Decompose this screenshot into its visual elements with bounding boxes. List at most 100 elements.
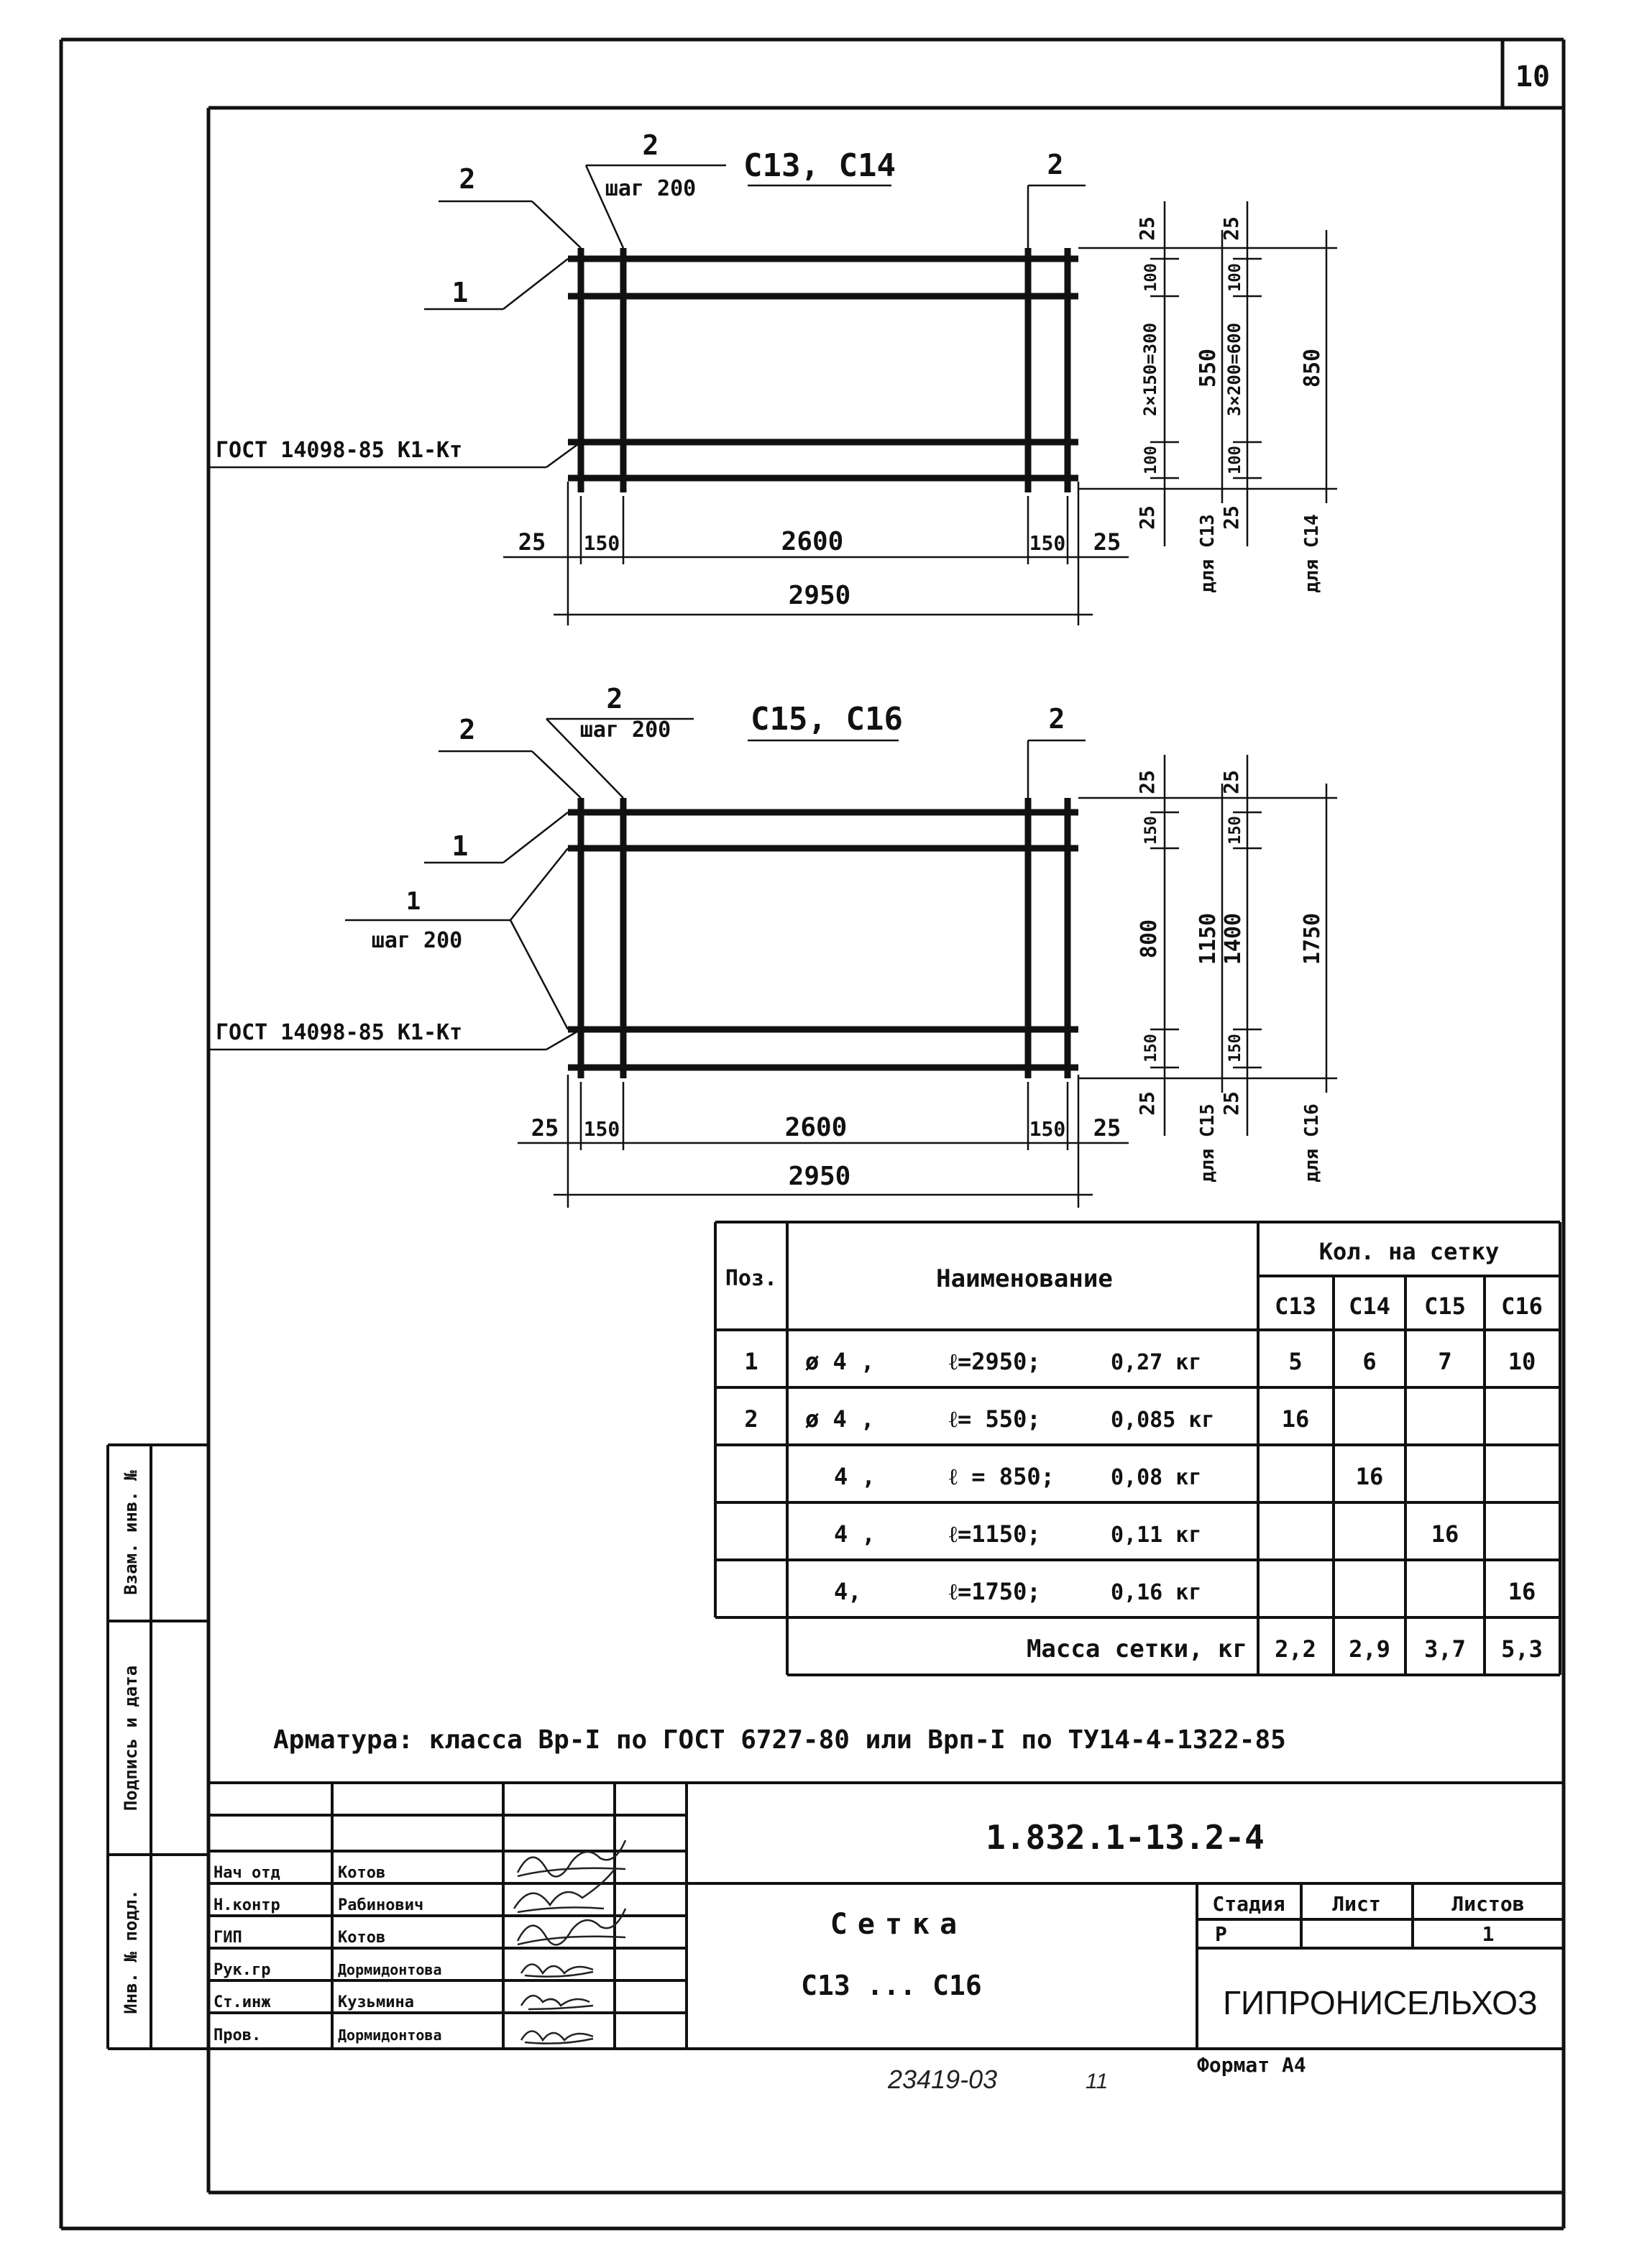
table-col-c13: С13	[1275, 1293, 1316, 1320]
table-row: 4, ℓ=1750; 0,16 кг 16	[834, 1578, 1536, 1605]
v-c15-25-top: 25	[1135, 770, 1159, 794]
row-len: ℓ=2950;	[949, 1348, 1041, 1375]
table-row: 4 , ℓ = 850; 0,08 кг 16	[834, 1463, 1383, 1490]
v-c14-for: для С14	[1301, 514, 1323, 593]
staff-role: Нач отд	[214, 1864, 280, 1882]
table-col-c15: С15	[1424, 1293, 1466, 1320]
format-label: Формат А4	[1197, 2053, 1306, 2077]
v-c15-150-bottom: 150	[1142, 1034, 1160, 1062]
row-dia: 4,	[834, 1578, 862, 1605]
v-c14-100-top: 100	[1226, 263, 1244, 292]
v-c13-25-top: 25	[1135, 216, 1159, 241]
row-len: ℓ=1750;	[949, 1578, 1041, 1605]
dim-25-left-bottom: 25	[531, 1114, 559, 1142]
drawing-name-range: С13 ... С16	[801, 1970, 982, 2001]
callout-2-right-bottom: 2	[1049, 703, 1065, 735]
page-number: 11	[1086, 2070, 1108, 2093]
v-c15-150-top: 150	[1142, 816, 1160, 845]
table-total-label: Масса сетки, кг	[1027, 1635, 1247, 1663]
dim-150-left-bottom: 150	[584, 1117, 620, 1141]
staff-role: Пров.	[214, 2026, 261, 2044]
row-q-c14: 16	[1356, 1463, 1384, 1490]
v-c16-mid: 1400	[1221, 913, 1246, 965]
dim-150-right-top: 150	[1029, 531, 1066, 555]
callout-step-text-top: шаг 200	[605, 176, 696, 201]
row-len: ℓ = 850;	[949, 1463, 1055, 1490]
v-c16-150-bottom: 150	[1226, 1034, 1244, 1062]
stamp-sign-date: Подпись и дата	[121, 1666, 141, 1811]
row-pos: 1	[744, 1348, 758, 1375]
staff-role: Ст.инж	[214, 1993, 271, 2011]
staff-name: Дормидонтова	[338, 2026, 442, 2044]
mesh-c13-c14	[568, 248, 1078, 492]
callout-1-top: 1	[452, 277, 469, 308]
v-c14-mid: 3×200=600	[1224, 323, 1244, 416]
staff-row: ГИП Котов	[214, 1929, 385, 1947]
row-len: ℓ=1150;	[949, 1520, 1041, 1548]
callouts-top	[208, 164, 1086, 469]
drawing-name: Сетка	[830, 1908, 967, 1941]
callout-2-step-top: 2	[643, 129, 659, 161]
sheets-header: Листов	[1451, 1892, 1524, 1916]
table-row: 1 ø 4 , ℓ=2950; 0,27 кг 5 6 7 10	[744, 1348, 1536, 1375]
row-q-c16: 10	[1508, 1348, 1536, 1375]
side-stamp-grid	[106, 1443, 208, 2050]
row-pos: 2	[744, 1405, 758, 1433]
staff-role: Рук.гр	[214, 1961, 270, 1979]
v-c14-100-bottom: 100	[1226, 446, 1244, 474]
v-c13-mid: 2×150=300	[1140, 323, 1160, 416]
dim-2600-bottom: 2600	[785, 1113, 848, 1142]
staff-name: Котов	[338, 1929, 385, 1947]
doc-code: 1.832.1-13.2-4	[986, 1818, 1265, 1857]
callout-step-text-bottom: шаг 200	[580, 717, 671, 743]
row-q-c14: 6	[1362, 1348, 1376, 1375]
row-mass: 0,16 кг	[1111, 1580, 1201, 1605]
stamp-inv-duplicate: Взам. инв. №	[121, 1470, 141, 1595]
table-header-name: Наименование	[936, 1264, 1113, 1293]
v-c13-25-bottom: 25	[1135, 505, 1159, 530]
v-c16-total: 1750	[1300, 913, 1325, 965]
gost-label-bottom: ГОСТ 14098-85 К1-Кт	[216, 1020, 462, 1045]
signature-marks	[513, 1840, 627, 2044]
staff-name: Котов	[338, 1864, 385, 1882]
callout-1-step-bottom: 1	[406, 887, 421, 916]
spec-table-grid	[714, 1221, 1561, 1676]
staff-row: Нач отд Котов	[214, 1864, 385, 1882]
sheet-frame	[59, 37, 1566, 2231]
v-c14-total: 850	[1300, 349, 1325, 387]
table-total-c16: 5,3	[1501, 1635, 1543, 1663]
v-c14-25-top: 25	[1219, 216, 1243, 241]
staff-role: ГИП	[214, 1929, 242, 1947]
row-mass: 0,11 кг	[1111, 1523, 1201, 1548]
v-c15-mid: 800	[1137, 919, 1162, 958]
title-block-grid	[208, 1781, 1564, 2050]
row-dia: ø 4 ,	[805, 1348, 874, 1375]
v-c13-100-top: 100	[1142, 263, 1160, 292]
staff-name: Дормидонтова	[338, 1961, 442, 1978]
v-c16-for: для С16	[1301, 1103, 1323, 1183]
callout-1-step-text-bottom: шаг 200	[372, 928, 462, 953]
table-col-c16: С16	[1501, 1293, 1543, 1320]
organization-name: ГИПРОНИСЕЛЬХОЗ	[1223, 1984, 1538, 2021]
table-total-c14: 2,9	[1349, 1635, 1390, 1663]
staff-row: Н.контр Рабинович	[214, 1896, 423, 1914]
mesh-c15-c16	[568, 798, 1078, 1078]
stage-value: Р	[1215, 1922, 1227, 1946]
callout-2-left-top: 2	[459, 163, 476, 195]
stamp-inv-original: Инв. № подл.	[121, 1889, 141, 2014]
callout-2-left-bottom: 2	[459, 714, 476, 745]
staff-row: Рук.гр Дормидонтова	[214, 1961, 442, 1979]
staff-role: Н.контр	[214, 1896, 280, 1914]
row-q-c16: 16	[1508, 1578, 1536, 1605]
dim-150-left-top: 150	[584, 531, 620, 555]
table-header-qty: Кол. на сетку	[1319, 1238, 1499, 1265]
staff-row: Пров. Дормидонтова	[214, 2026, 442, 2044]
staff-row: Ст.инж Кузьмина	[214, 1993, 414, 2011]
dims-vertical-bottom	[1078, 755, 1337, 1136]
row-len: ℓ= 550;	[949, 1405, 1041, 1433]
row-mass: 0,08 кг	[1111, 1465, 1201, 1490]
dim-2600-top: 2600	[781, 527, 844, 556]
sheet-header: Лист	[1332, 1892, 1380, 1916]
table-row: 2 ø 4 , ℓ= 550; 0,085 кг 16	[744, 1405, 1309, 1433]
callout-2-right-top: 2	[1047, 149, 1064, 180]
